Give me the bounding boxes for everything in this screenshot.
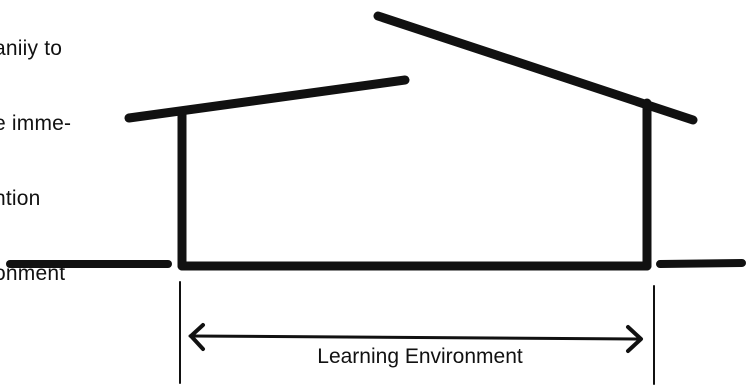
cropped-paragraph-line: e imme- xyxy=(0,112,72,135)
dimension-arrow-line xyxy=(188,334,643,341)
roof-right xyxy=(373,11,698,125)
arrow-head-left-icon xyxy=(189,323,205,351)
cropped-paragraph-line: ntion xyxy=(0,187,41,210)
ground-line-right xyxy=(656,259,746,268)
roof-left xyxy=(124,75,410,123)
cropped-paragraph-line: aniiy to xyxy=(0,37,63,60)
arrow-head-right-icon xyxy=(626,325,643,353)
dimension-label: Learning Environment xyxy=(317,345,523,368)
cropped-paragraph: aniiy to e imme- ntion onment xyxy=(0,0,71,336)
